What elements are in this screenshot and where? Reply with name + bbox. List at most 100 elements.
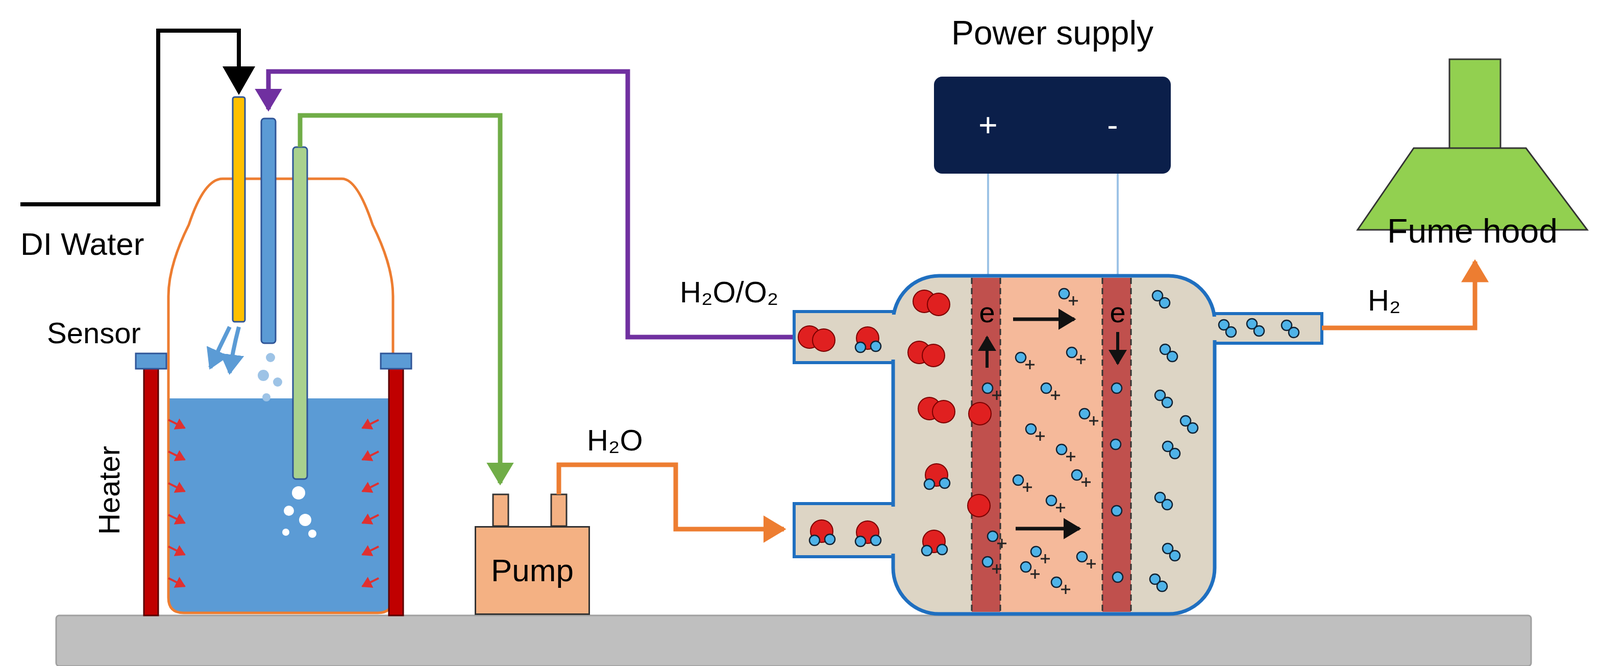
di-water-tube [232, 96, 245, 322]
pump-box: Pump [474, 525, 590, 615]
water [163, 398, 399, 618]
oxygen-atom [968, 402, 992, 425]
heat-arrow [168, 577, 185, 586]
hydrogen-atom [1066, 347, 1077, 358]
proton-charge [1068, 296, 1078, 306]
hydrogen-atom [1162, 397, 1173, 408]
power-supply: Power supply+- [933, 10, 1171, 174]
hydrogen-atom [1159, 297, 1170, 308]
terminal-sign: - [1106, 107, 1118, 143]
proton-arrow [1015, 526, 1080, 531]
hydrogen-atom [1167, 351, 1178, 362]
hydrogen-atom [1030, 546, 1042, 557]
hydrogen-atom [921, 545, 932, 556]
flow-arrow [210, 326, 230, 368]
feed-line [558, 464, 784, 529]
hydrogen-atom [1111, 505, 1122, 516]
bubble [299, 513, 312, 526]
hydrogen-atom [1288, 327, 1299, 338]
electron-arrow [1116, 331, 1120, 364]
hydrogen-atom [1157, 580, 1168, 592]
hydrogen-atom [855, 341, 866, 353]
bottle [168, 178, 393, 613]
hydrogen-atom [1025, 423, 1037, 434]
heat-arrow [362, 482, 379, 491]
heat-arrow [168, 514, 185, 523]
proton-charge [1066, 451, 1076, 461]
proton-charge [1025, 359, 1035, 369]
bubble [262, 392, 271, 402]
fume-hood [1357, 59, 1588, 230]
electron-label: e [978, 296, 995, 329]
heater-bar [388, 367, 404, 615]
oxygen-atom [967, 494, 991, 517]
bubble [273, 377, 283, 387]
hydrogen-atom [870, 340, 881, 352]
di-water-line [20, 30, 239, 205]
hydrogen-atom [1076, 551, 1088, 562]
node-heading: Power supply [951, 14, 1154, 52]
node-label: Pump [490, 552, 574, 588]
electron-label: e [1109, 296, 1126, 329]
heat-arrow [168, 419, 185, 428]
hydrogen-atom [939, 477, 950, 488]
sensor-cap [135, 353, 167, 369]
proton-charge [1050, 390, 1061, 400]
electrolyzer [794, 275, 1322, 614]
bench [56, 614, 1532, 666]
flow-label: H₂O [586, 423, 644, 457]
sensor-cap [380, 353, 412, 369]
bubble [257, 369, 269, 381]
hydrogen-atom [870, 534, 881, 546]
wire [987, 173, 990, 280]
hydrogen-atom [1169, 550, 1180, 561]
bubble [282, 528, 290, 536]
hydrogen-atom [1225, 326, 1237, 337]
hydrogen-atom [1051, 576, 1062, 587]
hydrogen-atom [982, 556, 993, 567]
proton-charge [992, 563, 1002, 574]
hydrogen-atom [1013, 474, 1024, 485]
proton-charge [1076, 354, 1086, 364]
hydrogen-atom [855, 535, 866, 547]
heat-arrow [168, 546, 185, 555]
bubble [265, 352, 276, 362]
node-label: Fume hood [1387, 212, 1558, 250]
bubble [291, 485, 306, 500]
hydrogen-atom [824, 533, 835, 545]
heat-arrow [168, 482, 185, 491]
hydrogen-atom [1187, 422, 1198, 433]
heat-arrow [362, 546, 379, 555]
part-label: Sensor [46, 316, 141, 350]
flow-label: H₂O/O₂ [679, 275, 779, 309]
hydrogen-atom [1162, 499, 1173, 510]
hydrogen-atom [1112, 571, 1123, 582]
hydrogen-atom [1111, 382, 1122, 393]
hydrogen-atom [1046, 495, 1057, 506]
hydrogen-atom [1041, 382, 1052, 393]
hydrogen-atom [1169, 448, 1180, 459]
hydrogen-line [1321, 261, 1475, 328]
flow-arrow [229, 326, 239, 373]
heat-arrow [362, 451, 379, 460]
part-label: Heater [92, 445, 126, 535]
hydrogen-atom [1079, 408, 1090, 419]
bubble [308, 529, 317, 538]
flow-label: H₂ [1367, 283, 1401, 317]
hydrogen-atom [1020, 561, 1031, 572]
proton-arrow [1013, 317, 1075, 322]
proton-charge [1089, 415, 1099, 426]
oxygen-atom [932, 400, 955, 423]
suction-tube [292, 146, 308, 479]
hydrogen-atom [924, 478, 935, 489]
hydrogen-atom [1110, 438, 1121, 450]
electron-arrow [985, 336, 989, 368]
hydrogen-atom [1071, 469, 1082, 480]
power-supply-box [933, 76, 1171, 174]
proton-charge [992, 390, 1002, 400]
pump-nozzle [551, 494, 567, 526]
proton-charge [1081, 477, 1091, 487]
hydrogen-atom [1059, 288, 1070, 299]
hydrogen-atom [937, 544, 948, 555]
